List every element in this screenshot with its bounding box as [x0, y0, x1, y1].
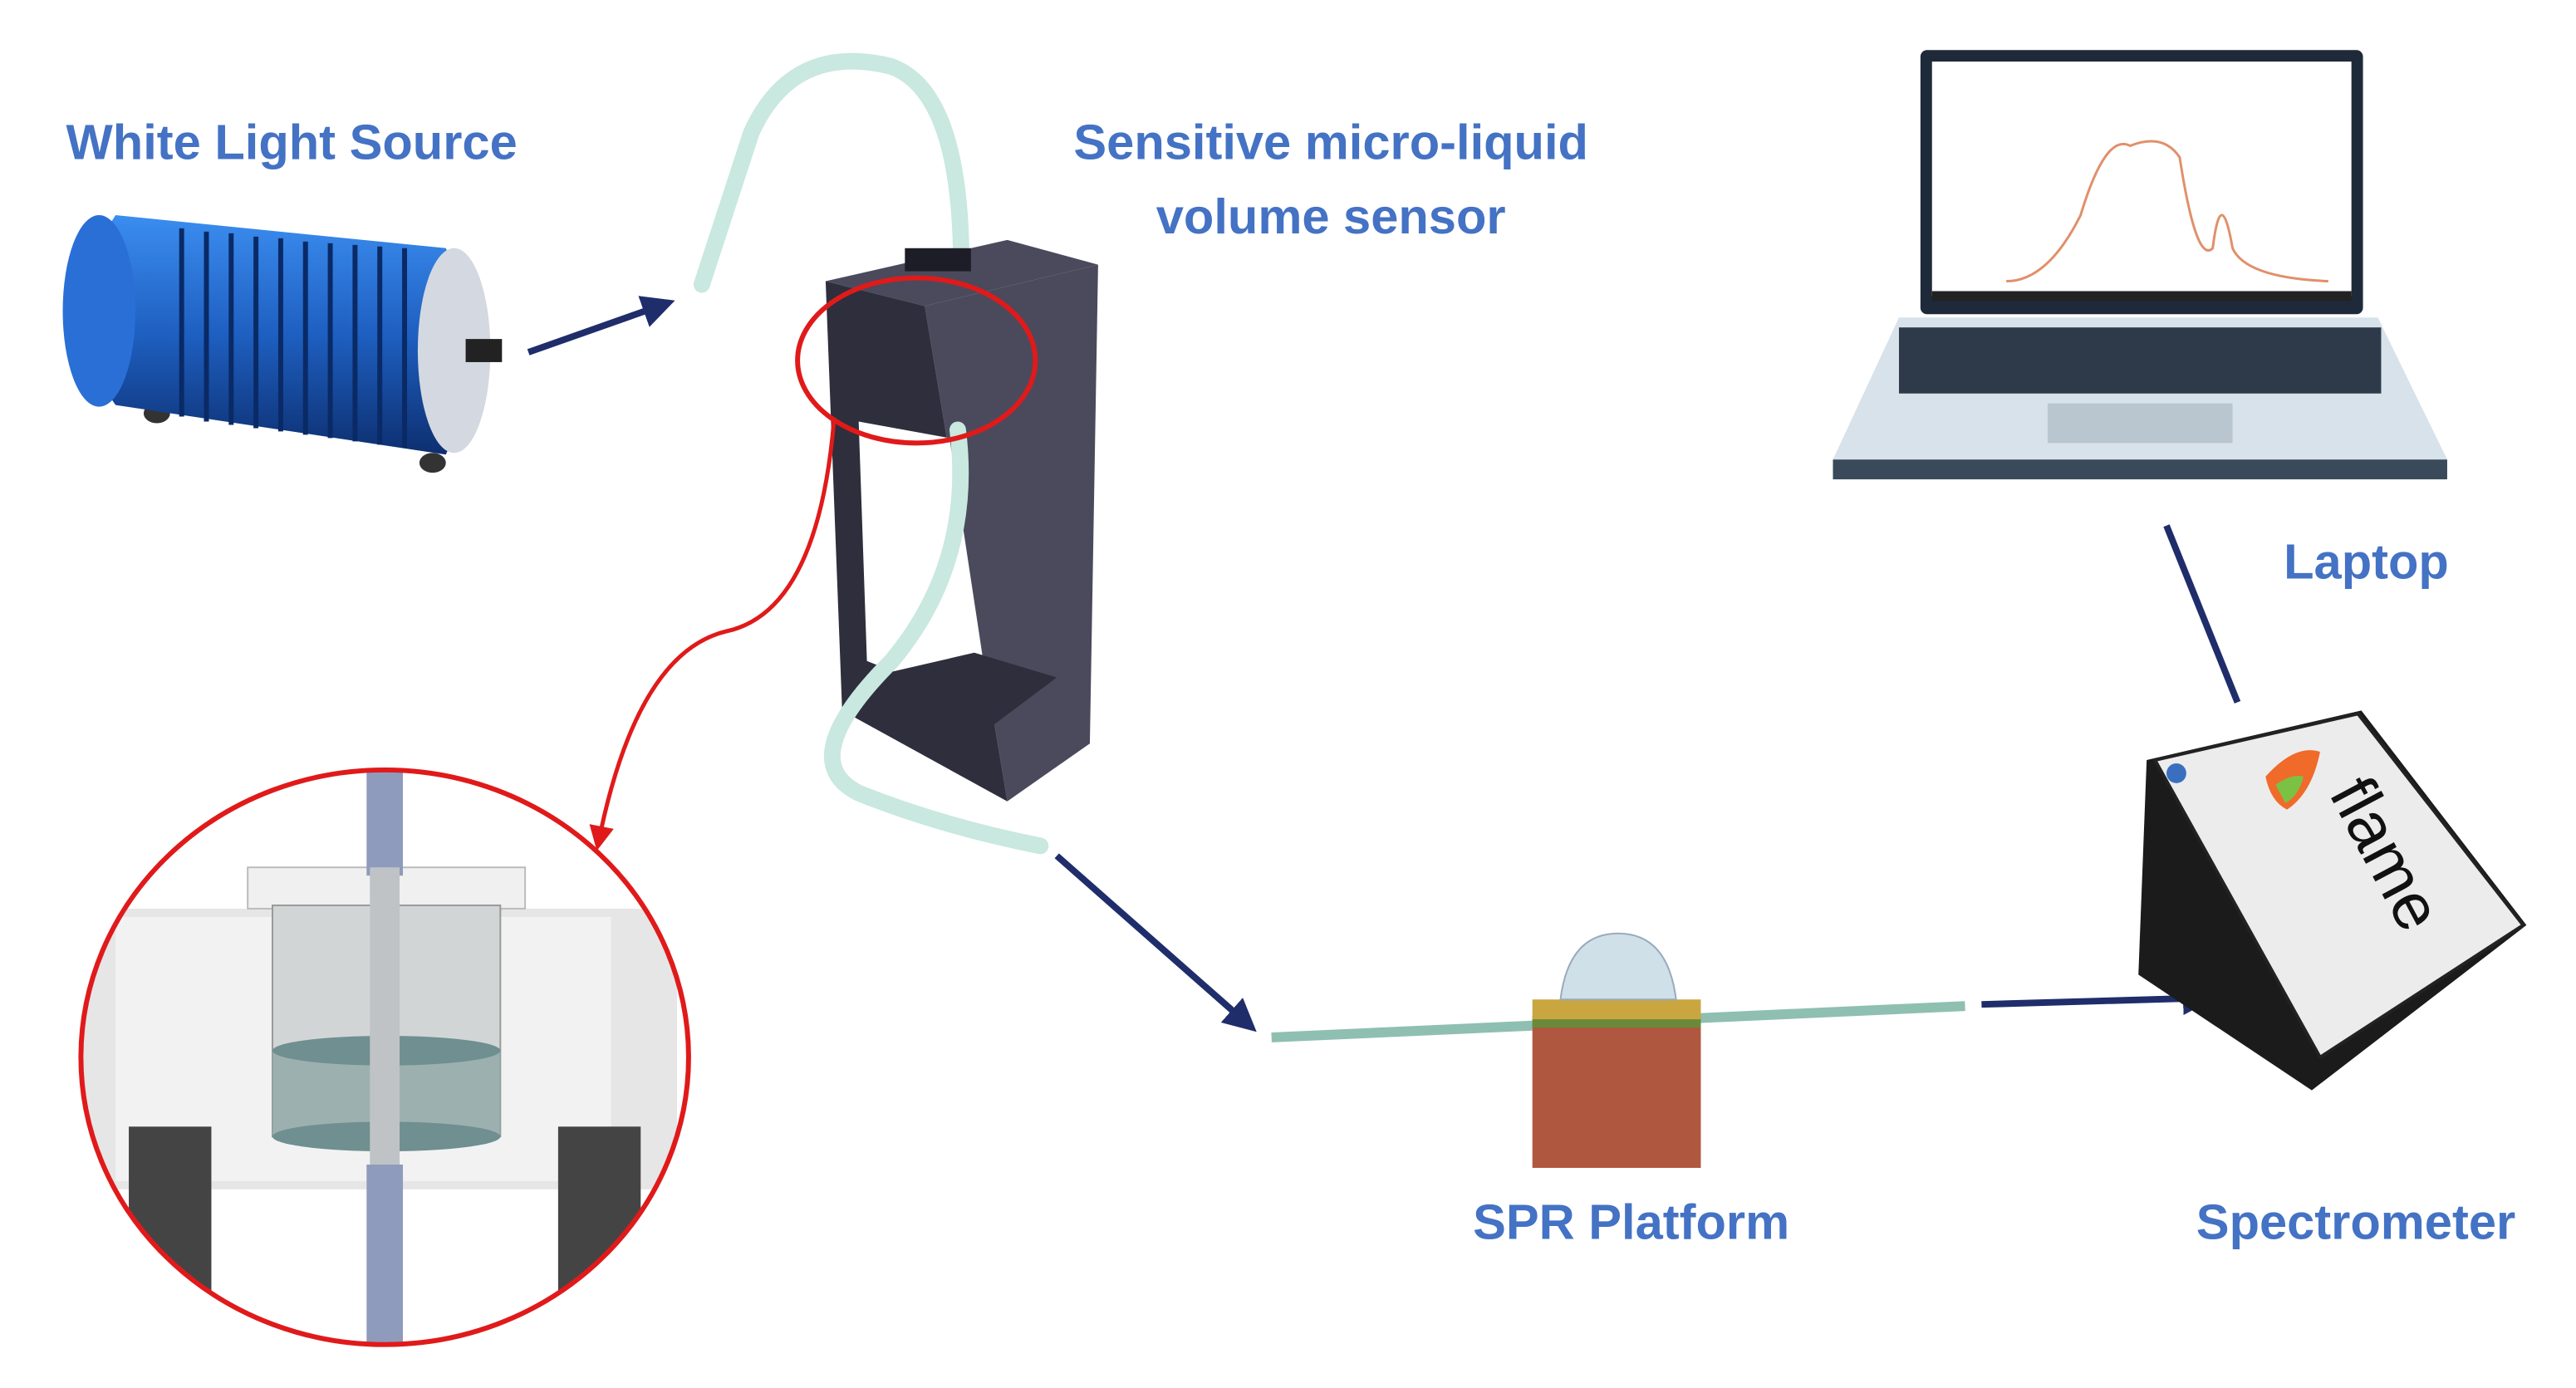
- sensor-detail-inset: [78, 767, 691, 1347]
- arrow-spr-to-spectrometer: [1981, 982, 2216, 1016]
- laptop-label: Laptop: [2284, 533, 2449, 589]
- spr-platform-label: SPR Platform: [1473, 1194, 1789, 1249]
- spectrometer-label: Spectrometer: [2196, 1194, 2515, 1249]
- laptop-spectrometer-cable: [2163, 524, 2241, 704]
- sensor-label-line1: Sensitive micro-liquid: [1073, 114, 1588, 169]
- arrow-sensor-to-spr: [1054, 853, 1257, 1032]
- highlight-circle: [795, 275, 1038, 446]
- light-source-icon: [62, 215, 503, 473]
- spr-platform-icon: [1532, 932, 1701, 1169]
- sensor-label-line2: volume sensor: [1156, 189, 1506, 244]
- arrow-light-to-sensor: [527, 296, 675, 356]
- input-fiber: [693, 52, 969, 293]
- spectrometer-icon: flame: [2138, 710, 2527, 1091]
- output-fiber: [824, 421, 1049, 855]
- laptop-icon: [1833, 50, 2447, 480]
- light-source-label: White Light Source: [66, 114, 518, 169]
- zoom-connector-arrow: [589, 421, 837, 851]
